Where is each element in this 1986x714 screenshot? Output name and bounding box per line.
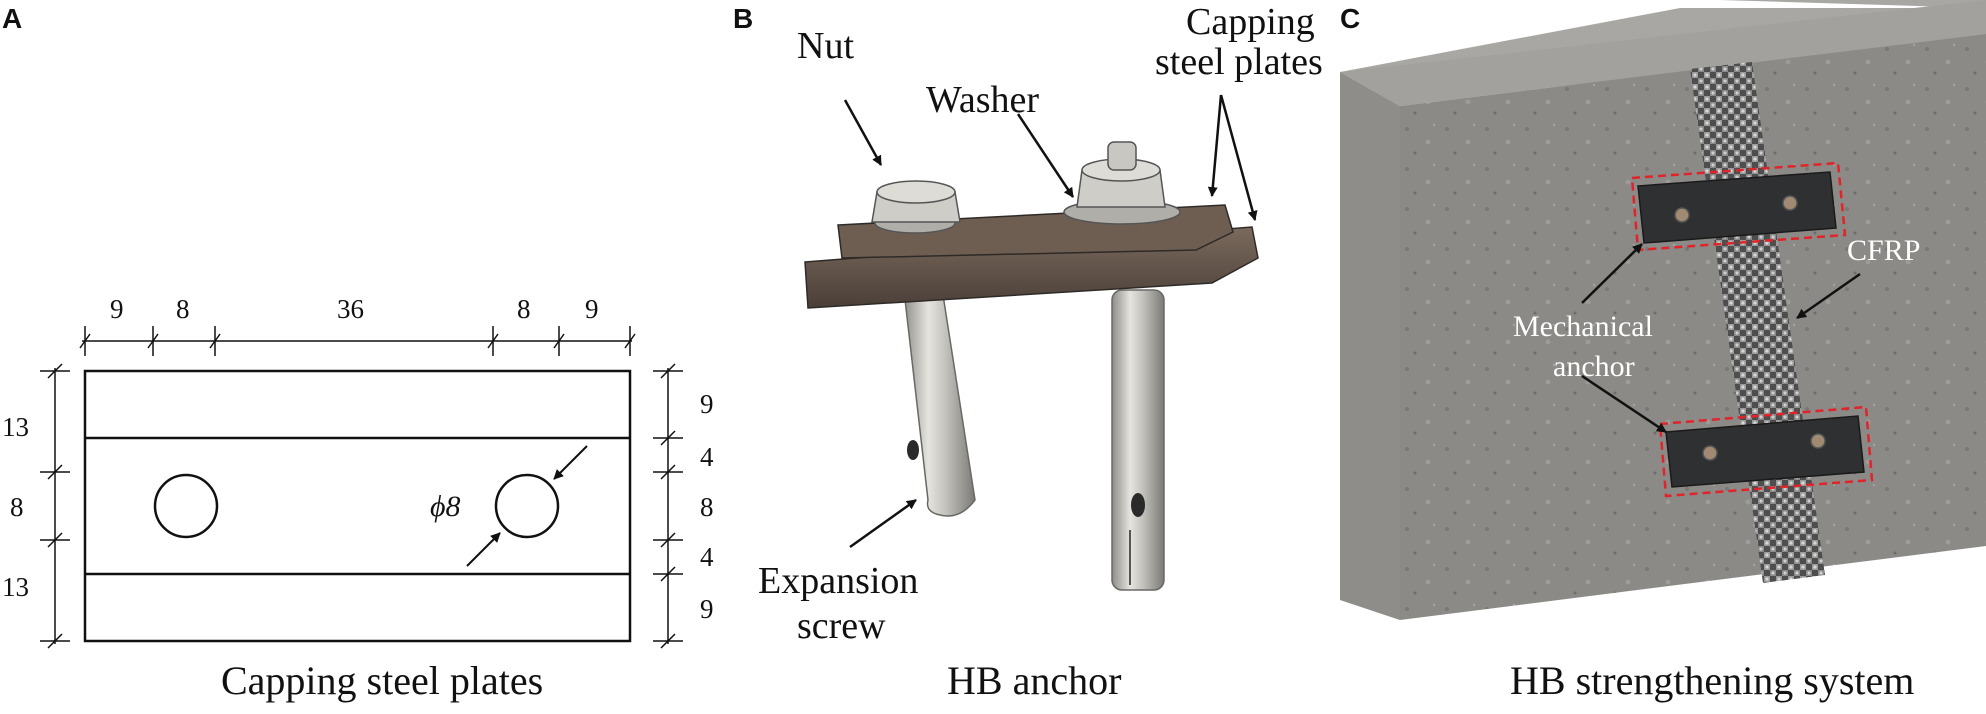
hole-diameter-label: ϕ8 [430, 490, 461, 523]
plate-drawing [83, 369, 632, 643]
expansion-arrow [849, 498, 917, 549]
dashed-box-lower [1658, 405, 1874, 498]
panel-b-caption: HB anchor [947, 658, 1121, 703]
panel-a-caption: Capping steel plates [221, 658, 543, 703]
anchor-plate-upper [1630, 161, 1847, 252]
left-dim-1: 13 [2, 412, 29, 442]
panel-c-caption: HB strengthening system [1510, 658, 1914, 703]
concrete-front-face [1400, 34, 1986, 620]
plate-outline [83, 369, 632, 643]
top-dim-5: 9 [585, 294, 599, 324]
right-dim-2: 4 [700, 442, 714, 472]
label-cfrp: CFRP [1847, 234, 1920, 267]
mech-arrow-lower [1581, 374, 1667, 434]
label-mech-line2: anchor [1553, 350, 1635, 383]
top-dim-3: 36 [337, 294, 364, 324]
top-dim-1: 9 [110, 294, 124, 324]
right-dim-5: 9 [700, 594, 714, 624]
panel-c-arrows [1581, 243, 1861, 434]
label-capping-line1: Capping [1186, 1, 1315, 43]
right-dimension-line [653, 363, 683, 649]
expansion-screw-left [902, 281, 976, 517]
expansion-screw-right [1111, 289, 1165, 591]
top-dim-2: 8 [176, 294, 190, 324]
hb-anchor-illustration [804, 141, 1259, 591]
hole-diameter-arrows [466, 445, 588, 567]
label-washer: Washer [926, 79, 1039, 121]
panel-b-arrows [843, 94, 1258, 549]
top-dimension-line [79, 326, 636, 356]
dashed-box-upper [1630, 161, 1847, 252]
mech-arrow-upper [1581, 243, 1643, 304]
anchor-plate-lower [1658, 405, 1874, 498]
bolt-hole-left [153, 473, 219, 539]
top-dim-4: 8 [517, 294, 531, 324]
panel-a-letter: A [2, 3, 22, 34]
bolt-hole-right [494, 473, 560, 539]
capping-arrow-1 [1207, 94, 1223, 197]
right-dim-1: 9 [700, 389, 714, 419]
panel-c-letter: C [1340, 3, 1360, 34]
panel-a: A ϕ8 [2, 3, 714, 703]
label-expansion-line1: Expansion [758, 560, 918, 602]
washer-arrow [1016, 113, 1075, 198]
concrete-block [1340, 0, 1986, 620]
nut-arrow [843, 99, 883, 166]
right-dim-3: 8 [700, 492, 714, 522]
capping-arrow-2 [1219, 94, 1258, 221]
left-dim-2: 8 [10, 492, 24, 522]
concrete-side-face [1340, 72, 1400, 620]
left-dimension-line [40, 363, 70, 649]
label-capping-line2: steel plates [1155, 41, 1323, 83]
panel-b-letter: B [733, 3, 753, 34]
label-expansion-line2: screw [797, 605, 886, 647]
right-dim-4: 4 [700, 542, 714, 572]
label-mech-line1: Mechanical [1513, 310, 1653, 343]
cfrp-arrow [1796, 272, 1861, 320]
left-dim-3: 13 [2, 572, 29, 602]
panel-c: C [1340, 0, 1986, 703]
panel-b: B [733, 1, 1323, 703]
label-nut: Nut [797, 25, 854, 67]
